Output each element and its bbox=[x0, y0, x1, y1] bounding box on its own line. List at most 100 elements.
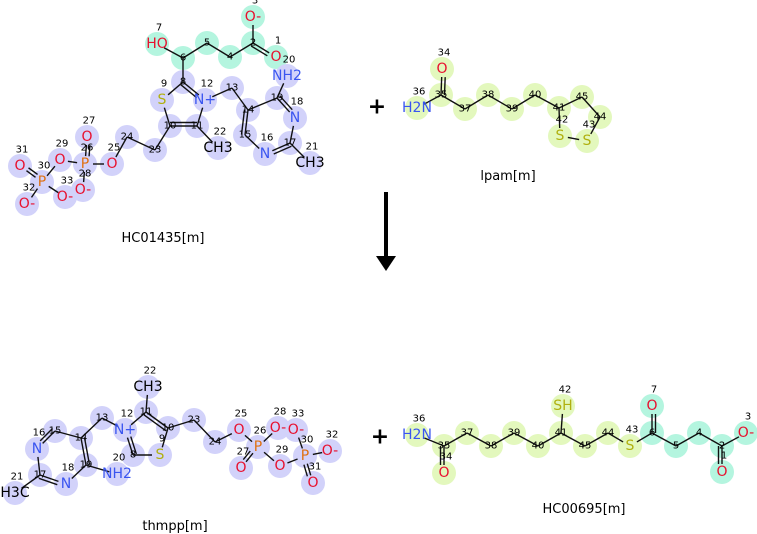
atom-number: 17 bbox=[284, 138, 297, 149]
atom-number: 25 bbox=[235, 409, 248, 420]
bond bbox=[101, 417, 119, 427]
bond bbox=[193, 419, 216, 443]
bond bbox=[513, 432, 539, 447]
atom-highlight bbox=[3, 481, 27, 505]
bond bbox=[537, 432, 562, 447]
atom-number: 38 bbox=[482, 90, 495, 101]
atom-number: 6 bbox=[649, 428, 655, 439]
atom-number: 7 bbox=[156, 23, 162, 34]
bond bbox=[161, 427, 169, 448]
atom-label: P bbox=[81, 156, 89, 172]
bond bbox=[130, 436, 138, 455]
bond bbox=[560, 432, 586, 447]
bond bbox=[182, 42, 208, 59]
atom-number: 8 bbox=[180, 77, 186, 88]
molecule-name-HC01435: HC01435[m] bbox=[121, 231, 204, 246]
atom-label: S bbox=[158, 92, 167, 108]
atom-number: 27 bbox=[83, 116, 96, 127]
bond bbox=[244, 134, 260, 149]
atom-number: 38 bbox=[485, 441, 498, 452]
bond bbox=[126, 437, 134, 456]
bond bbox=[85, 464, 110, 473]
atom-number: 21 bbox=[11, 472, 24, 483]
atom-label: CH3 bbox=[203, 140, 232, 156]
atom-number: 9 bbox=[161, 79, 167, 90]
atom-highlight bbox=[241, 5, 265, 29]
atom-number: 17 bbox=[34, 470, 47, 481]
bond bbox=[245, 452, 254, 463]
atom-label: O bbox=[106, 156, 117, 172]
bond bbox=[289, 142, 305, 158]
atom-number: 3 bbox=[252, 0, 258, 7]
bond bbox=[490, 432, 515, 447]
atom-label: O bbox=[270, 49, 281, 65]
bond bbox=[276, 82, 285, 99]
atom-label: S bbox=[583, 133, 592, 149]
plus-sign-products: + bbox=[371, 425, 389, 450]
atom-number: 10 bbox=[162, 423, 175, 434]
bond bbox=[80, 437, 87, 466]
bond bbox=[464, 94, 489, 110]
bond bbox=[145, 411, 169, 429]
atom-number: 13 bbox=[226, 83, 239, 94]
atom-highlight bbox=[53, 185, 77, 209]
atom-number: 16 bbox=[33, 428, 46, 439]
bond bbox=[26, 170, 36, 178]
atom-label: O bbox=[235, 460, 246, 476]
bond bbox=[88, 145, 91, 157]
bond bbox=[440, 76, 443, 96]
bond bbox=[167, 419, 195, 429]
atom-number: 28 bbox=[274, 407, 287, 418]
atom-number: 41 bbox=[553, 103, 566, 114]
atom-number: 6 bbox=[180, 53, 186, 64]
atom-highlight bbox=[618, 434, 642, 458]
bond bbox=[154, 125, 171, 151]
atom-number: 45 bbox=[579, 441, 592, 452]
bond bbox=[721, 436, 740, 447]
bond bbox=[607, 432, 624, 443]
bond bbox=[303, 464, 309, 477]
atom-number: 22 bbox=[214, 127, 227, 138]
bond bbox=[651, 432, 677, 447]
molecule-name-thmpp: thmpp[m] bbox=[142, 519, 207, 534]
atom-highlight bbox=[575, 129, 599, 153]
bond bbox=[263, 451, 275, 462]
bond bbox=[558, 107, 561, 129]
bond bbox=[39, 428, 54, 442]
atom-label: CH3 bbox=[133, 379, 162, 395]
bond bbox=[38, 477, 58, 486]
atom-number: 16 bbox=[261, 133, 274, 144]
bond bbox=[272, 142, 291, 152]
atom-label: S bbox=[156, 447, 165, 463]
atom-number: 14 bbox=[75, 433, 88, 444]
bond bbox=[675, 432, 700, 447]
bond bbox=[440, 94, 466, 110]
bond bbox=[312, 451, 323, 456]
atom-number: 44 bbox=[602, 428, 615, 439]
atom-highlight bbox=[432, 461, 456, 485]
atom-label: NH2 bbox=[102, 466, 132, 482]
atom-number: 30 bbox=[38, 161, 51, 172]
atom-highlight bbox=[75, 125, 99, 149]
atom-number: 41 bbox=[555, 428, 568, 439]
bond bbox=[560, 413, 564, 434]
bond bbox=[21, 474, 41, 489]
atom-number: 19 bbox=[80, 460, 93, 471]
bond bbox=[558, 96, 583, 109]
atom-label: O bbox=[307, 475, 318, 491]
atom-number: 2 bbox=[719, 441, 725, 452]
plus-sign-reactants: + bbox=[368, 95, 386, 120]
atom-number: 45 bbox=[576, 92, 589, 103]
bond bbox=[84, 144, 88, 157]
atom-highlight bbox=[301, 471, 325, 495]
down-arrow-icon bbox=[376, 192, 396, 271]
bond bbox=[115, 136, 128, 158]
bond bbox=[247, 97, 278, 111]
atom-label: N bbox=[61, 476, 71, 492]
atom-label: P bbox=[301, 448, 309, 464]
bond bbox=[212, 87, 233, 98]
atom-highlight bbox=[136, 375, 160, 399]
atom-number: 23 bbox=[188, 415, 201, 426]
bond bbox=[423, 94, 442, 105]
